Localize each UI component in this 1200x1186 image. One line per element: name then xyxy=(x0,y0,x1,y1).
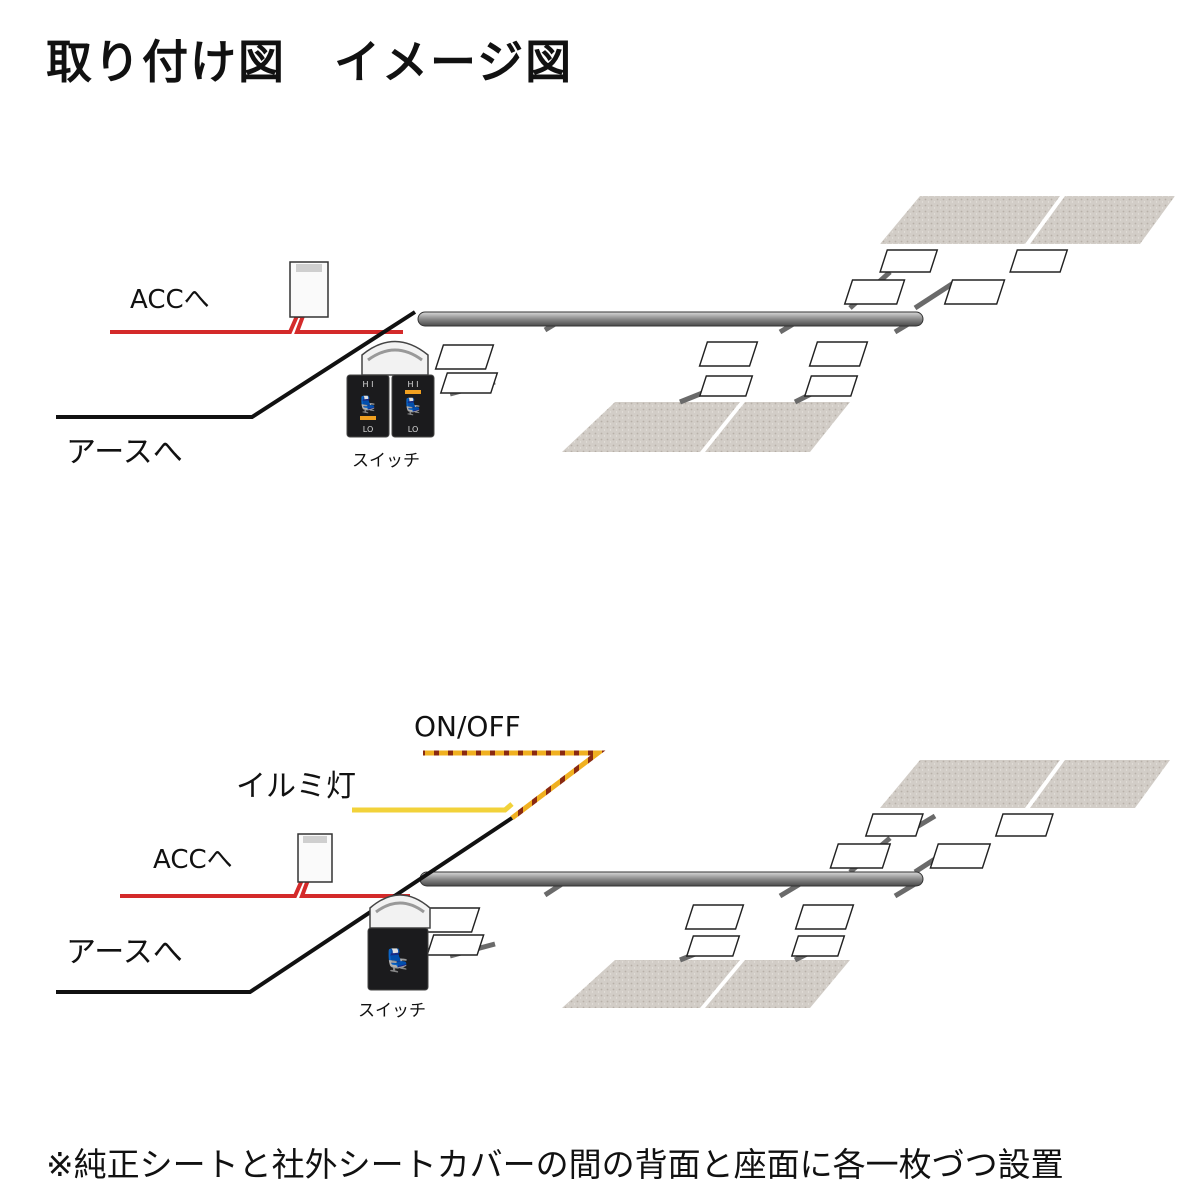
connector xyxy=(1009,249,1069,273)
fuse-icon xyxy=(297,833,333,883)
connector xyxy=(843,279,906,305)
switch-hi-lo-right[interactable]: H I 💺 LO xyxy=(391,374,435,438)
connector xyxy=(929,843,992,869)
installation-note: ※純正シートと社外シートカバーの間の背面と座面に各一枚づつ設置 xyxy=(46,1145,1064,1184)
seat-pad-back-right xyxy=(1030,760,1170,808)
seat-pad-seat-right xyxy=(705,960,850,1008)
onoff-label: ON/OFF xyxy=(414,710,521,743)
seat-heater-icon: 💺 xyxy=(403,397,423,416)
connector xyxy=(808,341,869,367)
seat-pad-back-right xyxy=(1030,196,1175,244)
connector xyxy=(994,813,1054,837)
seat-pad-seat-right xyxy=(705,402,850,452)
illumi-label: イルミ灯 xyxy=(236,769,356,804)
acc-wire xyxy=(110,314,403,334)
acc-label: ACCへ xyxy=(153,845,233,875)
main-harness xyxy=(419,871,924,887)
connector xyxy=(790,935,846,957)
switch-housing xyxy=(361,340,429,376)
connector xyxy=(439,372,499,394)
connector xyxy=(426,934,485,956)
acc-wire xyxy=(120,878,410,898)
switch-hi-label: H I xyxy=(363,380,374,389)
connectors xyxy=(434,249,1069,397)
connector xyxy=(794,904,855,930)
wiring-diagram-1: H I 💺 LO H I 💺 LO ACCへ アースへ スイッチ xyxy=(56,196,1175,471)
main-harness xyxy=(417,311,924,327)
connector xyxy=(698,375,754,397)
earth-wire xyxy=(56,310,417,419)
connector xyxy=(943,279,1006,305)
seat-pad-back-left xyxy=(880,760,1060,808)
connector xyxy=(803,375,859,397)
switch-hi-label: H I xyxy=(408,380,419,389)
branch-cables xyxy=(449,813,1047,963)
connector xyxy=(864,813,924,837)
wiring-diagram-2: 💺 ON/OFF イルミ灯 ACCへ アースへ スイッチ xyxy=(56,710,1170,1021)
switch-label: スイッチ xyxy=(352,451,420,471)
connector xyxy=(434,344,495,370)
seat-pad-seat-left xyxy=(562,402,740,452)
connector xyxy=(684,904,745,930)
connector xyxy=(879,249,939,273)
acc-label: ACCへ xyxy=(130,285,210,315)
seat-pad-seat-left xyxy=(562,960,740,1008)
seat-heater-icon: 💺 xyxy=(384,948,411,974)
switch-push-button[interactable]: 💺 xyxy=(367,927,429,991)
switch-label: スイッチ xyxy=(358,1001,426,1021)
connector xyxy=(829,843,892,869)
onoff-wire xyxy=(423,750,606,820)
connector xyxy=(698,341,759,367)
page-title: 取り付け図 イメージ図 xyxy=(46,35,574,89)
switch-housing xyxy=(369,894,431,929)
switch-hi-lo-left[interactable]: H I 💺 LO xyxy=(346,374,390,438)
fuse-icon xyxy=(289,261,329,318)
switch-lo-label: LO xyxy=(363,425,373,434)
switch-lo-label: LO xyxy=(408,425,418,434)
connectors xyxy=(420,813,1054,957)
seat-heater-icon: 💺 xyxy=(358,395,378,414)
seat-pad-back-left xyxy=(880,196,1060,244)
earth-wire xyxy=(56,816,514,994)
illumi-wire xyxy=(352,802,514,813)
earth-label: アースへ xyxy=(66,935,183,970)
connector xyxy=(685,935,741,957)
earth-label: アースへ xyxy=(66,435,183,470)
